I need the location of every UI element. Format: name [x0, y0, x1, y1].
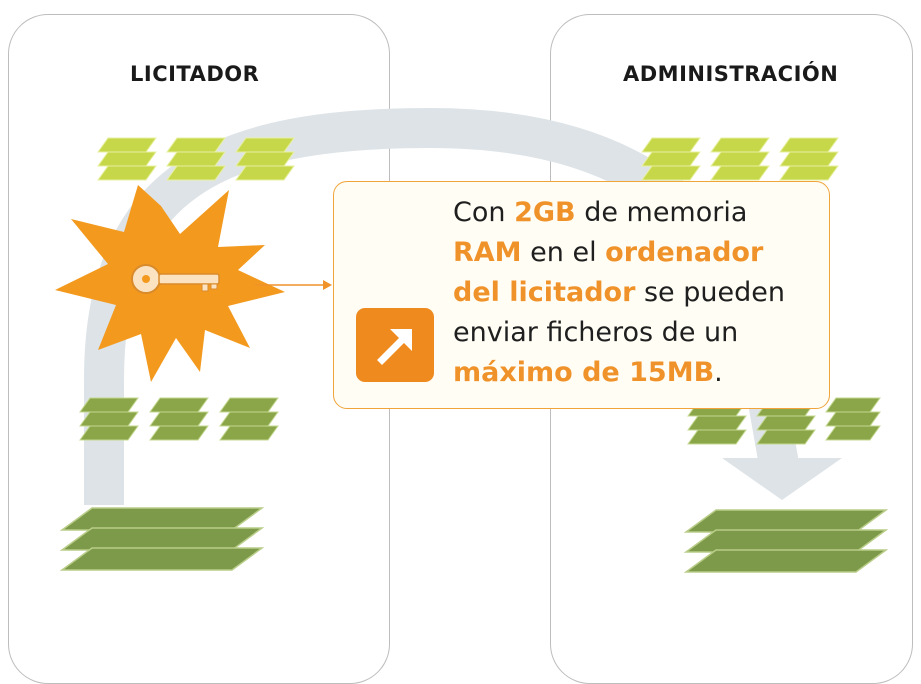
highlight-ordenador: ordenador — [605, 237, 764, 268]
callout-badge — [356, 308, 434, 382]
highlight-del-licitador: del licitador — [453, 277, 636, 308]
file-stack-middle-right-3 — [825, 397, 881, 441]
file-stack-top-left-2 — [166, 137, 226, 181]
file-stack-top-right-2 — [710, 137, 770, 181]
highlight-ram: RAM — [453, 237, 522, 268]
large-file-stack-left — [59, 507, 265, 571]
file-stack-middle-left-2 — [149, 397, 209, 441]
file-stack-top-right-3 — [779, 137, 839, 181]
administracion-title: ADMINISTRACIÓN — [623, 62, 839, 86]
highlight-maximo: máximo de 15MB — [453, 357, 715, 388]
arrow-up-right-icon — [377, 329, 412, 365]
file-stack-middle-right — [687, 397, 881, 445]
file-stack-middle-left-3 — [219, 397, 279, 441]
file-stack-middle-right-1 — [687, 401, 747, 445]
file-stack-top-left-3 — [235, 137, 295, 181]
file-stack-middle-left-1 — [79, 397, 139, 441]
key-icon — [131, 264, 220, 294]
file-stack-top-right-1 — [641, 137, 701, 181]
connector-arrow — [255, 280, 332, 290]
highlight-2gb: 2GB — [514, 197, 576, 228]
large-file-stack-right — [683, 509, 889, 573]
file-stack-top-right — [641, 137, 839, 181]
file-stack-middle-left — [79, 397, 279, 441]
file-stack-top-left — [97, 137, 295, 181]
flow-arrow-head — [722, 458, 842, 500]
licitador-title: LICITADOR — [130, 62, 260, 86]
file-stack-top-left-1 — [97, 137, 157, 181]
